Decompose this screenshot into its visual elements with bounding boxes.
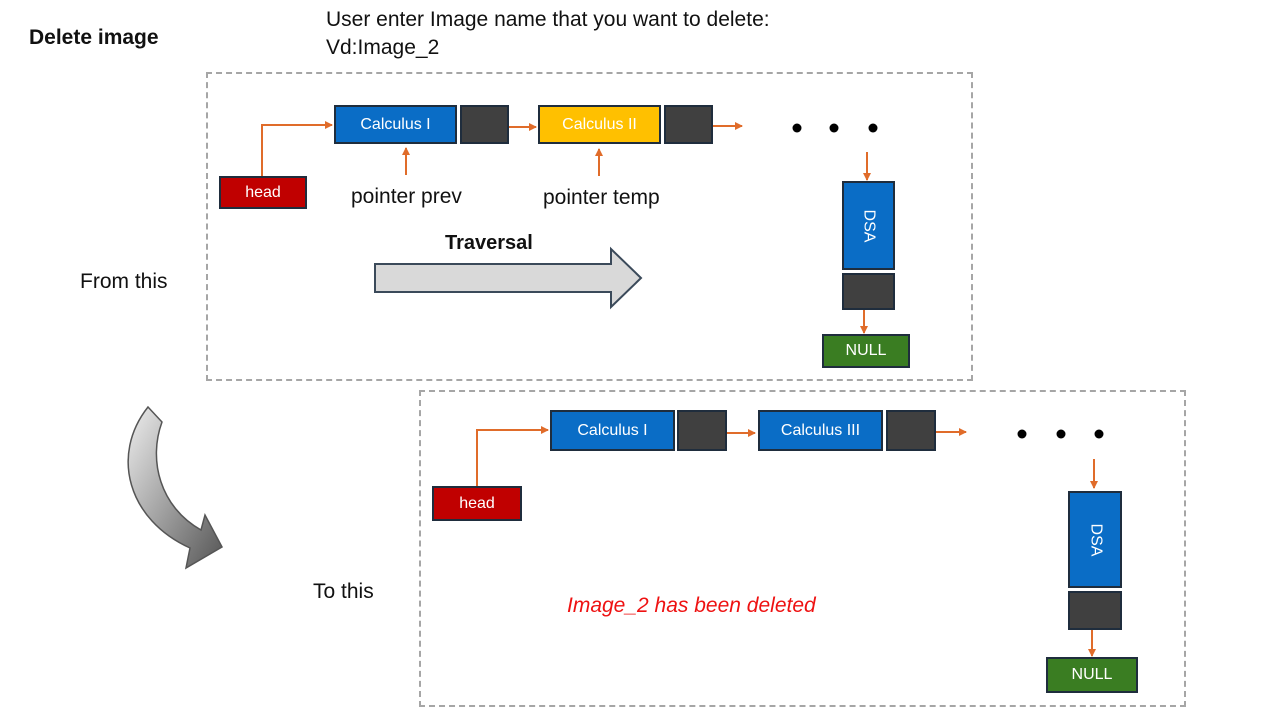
pointer-prev-label: pointer prev xyxy=(351,185,462,208)
user-prompt: User enter Image name that you want to d… xyxy=(326,6,770,62)
node-pointer-2 xyxy=(886,410,936,451)
prompt-line-2: Vd:Image_2 xyxy=(326,36,440,59)
to-this-label: To this xyxy=(313,580,374,603)
prompt-line-1: User enter Image name that you want to d… xyxy=(326,8,770,31)
node-pointer-dsa xyxy=(842,273,895,310)
traversal-label: Traversal xyxy=(445,232,533,254)
before-panel xyxy=(206,72,973,381)
head-to-node-arrow xyxy=(261,121,333,176)
dsa-label: DSA xyxy=(860,209,878,242)
ellipsis-dot xyxy=(868,123,878,133)
node-pointer-1 xyxy=(460,105,509,144)
from-this-label: From this xyxy=(80,270,168,293)
head-to-node-arrow xyxy=(476,426,549,486)
node-data-2: Calculus II xyxy=(538,105,661,144)
node-data-dsa: DSA xyxy=(1068,491,1122,588)
node-pointer-dsa xyxy=(1068,591,1122,630)
head-node: head xyxy=(432,486,522,521)
null-node: NULL xyxy=(822,334,910,368)
slide-title: Delete image xyxy=(29,26,159,49)
deleted-message: Image_2 has been deleted xyxy=(567,594,816,617)
node-data-dsa: DSA xyxy=(842,181,895,270)
node-pointer-2 xyxy=(664,105,713,144)
pointer-temp-label: pointer temp xyxy=(543,186,660,209)
null-node: NULL xyxy=(1046,657,1138,693)
ellipsis-dot xyxy=(1017,429,1027,439)
node-data-2: Calculus III xyxy=(758,410,883,451)
transition-curve-arrow xyxy=(127,405,224,570)
after-panel xyxy=(419,390,1186,707)
node-pointer-1 xyxy=(677,410,727,451)
traversal-arrow xyxy=(374,246,643,310)
node-data-1: Calculus I xyxy=(550,410,675,451)
ellipsis-dot xyxy=(1056,429,1066,439)
ellipsis-dot xyxy=(792,123,802,133)
head-node: head xyxy=(219,176,307,209)
ellipsis-dot xyxy=(1094,429,1104,439)
node-data-1: Calculus I xyxy=(334,105,457,144)
ellipsis-dot xyxy=(829,123,839,133)
dsa-label: DSA xyxy=(1087,523,1104,556)
